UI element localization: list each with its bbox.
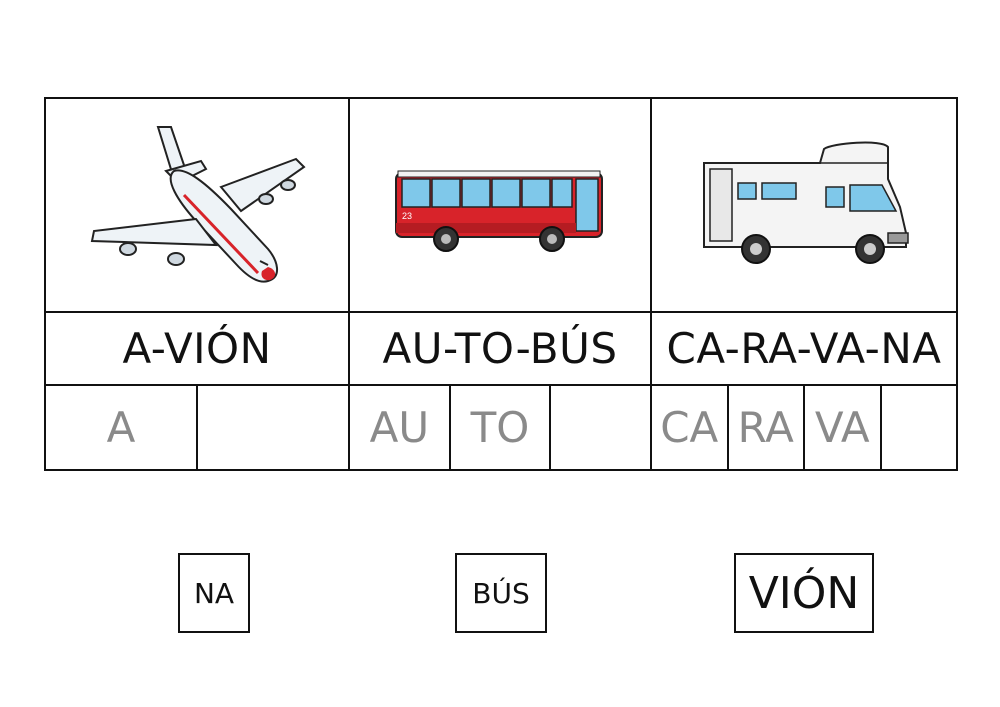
- syllable-slot[interactable]: VA: [803, 386, 880, 469]
- syllable-slots: CA RA VA: [652, 386, 956, 469]
- syllable-slots: A: [46, 386, 348, 469]
- picture-cell: [652, 99, 956, 313]
- syllable-slot[interactable]: AU: [369, 403, 430, 452]
- airplane-icon: [90, 126, 306, 283]
- word-syllabified: AU-TO-BÚS: [350, 313, 650, 386]
- bus-icon: 23: [395, 170, 603, 252]
- syllable-slot-empty[interactable]: [196, 386, 348, 469]
- syllable-slot[interactable]: TO: [448, 386, 550, 469]
- column-avion: A-VIÓN A: [46, 99, 348, 469]
- column-autobus: 23 AU-TO-BÚS AU TO: [348, 99, 650, 469]
- word-syllabified: CA-RA-VA-NA: [652, 313, 956, 386]
- syllable-card-na[interactable]: NA: [178, 553, 250, 633]
- syllable-card-vion[interactable]: VIÓN: [734, 553, 874, 633]
- picture-cell: 23: [350, 99, 650, 313]
- syllable-slot-empty[interactable]: [549, 386, 650, 469]
- syllable-slot[interactable]: RA: [726, 386, 804, 469]
- bus-number: 23: [402, 211, 412, 221]
- column-caravana: CA-RA-VA-NA CA RA VA: [650, 99, 956, 469]
- worksheet-grid: A-VIÓN A: [44, 97, 958, 471]
- syllable-slots: AU TO: [350, 386, 650, 469]
- camper-van-icon: [703, 141, 909, 264]
- picture-cell: [46, 99, 348, 313]
- syllable-card-bus[interactable]: BÚS: [455, 553, 547, 633]
- syllable-slot[interactable]: CA: [660, 403, 719, 452]
- syllable-slot-empty[interactable]: [879, 386, 957, 469]
- syllable-slot[interactable]: A: [106, 403, 136, 452]
- word-syllabified: A-VIÓN: [46, 313, 348, 386]
